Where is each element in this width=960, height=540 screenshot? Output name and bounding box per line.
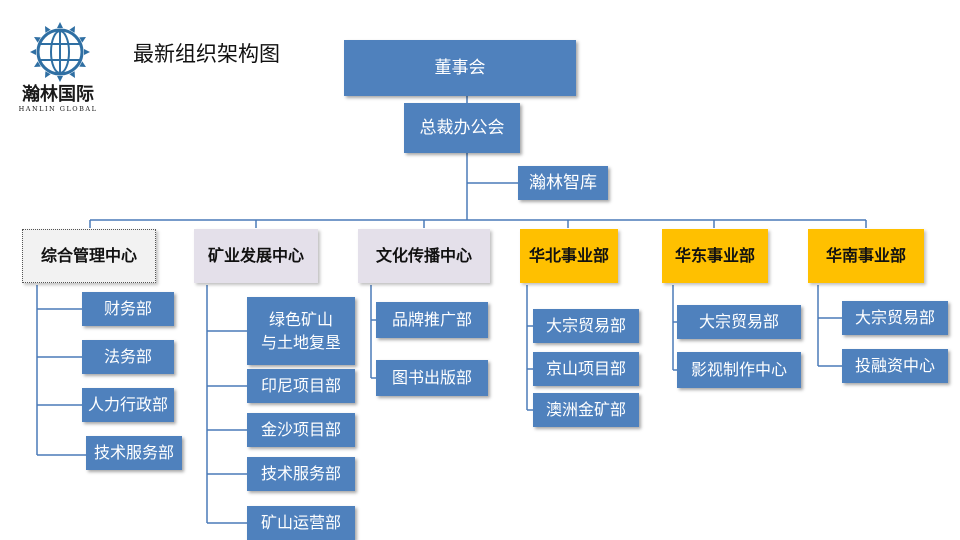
division-header-south-china: 华南事业部: [808, 229, 924, 283]
dept-bulk-trade-east: 大宗贸易部: [677, 305, 801, 339]
dept-book-publishing: 图书出版部: [376, 360, 488, 396]
division-header-east-china: 华东事业部: [662, 229, 768, 283]
dept-brand-promotion: 品牌推广部: [376, 302, 488, 338]
president-office-box: 总裁办公会: [404, 103, 520, 153]
board-box: 董事会: [344, 40, 576, 96]
logo-chinese-name: 瀚林国际: [22, 84, 94, 105]
dept-bulk-trade-north: 大宗贸易部: [533, 309, 639, 343]
dept-jinsha-project: 金沙项目部: [247, 413, 355, 447]
division-header-general-management: 综合管理中心: [22, 229, 156, 283]
division-header-north-china: 华北事业部: [520, 229, 618, 283]
page-title: 最新组织架构图: [133, 42, 280, 66]
think-tank-box: 瀚林智库: [518, 166, 608, 200]
division-header-mining-development: 矿业发展中心: [194, 229, 318, 283]
dept-investment-financing-center: 投融资中心: [842, 349, 948, 383]
dept-tech-service-1: 技术服务部: [86, 436, 182, 470]
dept-australia-gold-mine: 澳洲金矿部: [533, 393, 639, 427]
dept-bulk-trade-south: 大宗贸易部: [842, 301, 948, 335]
dept-jingshan-project: 京山项目部: [533, 352, 639, 386]
dept-finance: 财务部: [82, 292, 174, 326]
dept-mine-operations: 矿山运营部: [247, 506, 355, 540]
hanlin-globe-logo: [30, 22, 90, 82]
dept-green-mine-land-reclamation: 绿色矿山 与土地复垦: [247, 297, 355, 365]
division-header-culture-communication: 文化传播中心: [358, 229, 490, 283]
dept-film-production-center: 影视制作中心: [677, 352, 801, 388]
logo-english-name: HANLIN GLOBAL: [18, 105, 98, 113]
dept-indonesia-project: 印尼项目部: [247, 369, 355, 403]
dept-legal: 法务部: [82, 340, 174, 374]
dept-tech-service-2: 技术服务部: [247, 457, 355, 491]
dept-hr-admin: 人力行政部: [82, 388, 174, 422]
